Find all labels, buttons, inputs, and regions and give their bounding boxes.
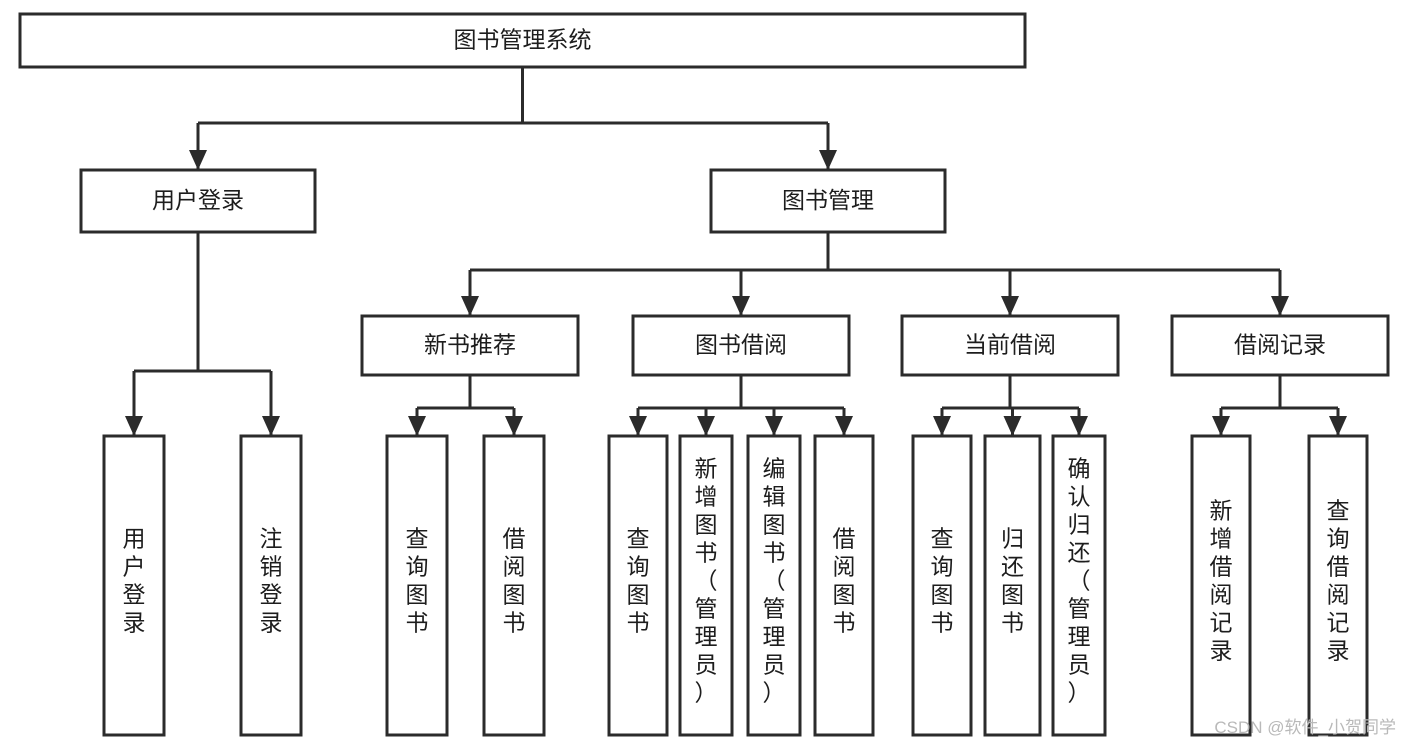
node-label-leaf-query-book-borrow: 查询图书: [627, 526, 650, 636]
csdn-watermark: CSDN @软件_小贺同学: [1214, 718, 1396, 737]
arrow-head-icon-leaf-confirm-return-admin: [1070, 416, 1088, 436]
node-box-leaf-query-book-current: [911, 434, 973, 737]
node-book-borrow[interactable]: 图书借阅: [631, 314, 851, 377]
node-leaf-borrow-book-recommend[interactable]: 借阅图书: [482, 434, 546, 737]
node-label-leaf-borrow-book-recommend: 借阅图书: [503, 526, 526, 636]
node-layer: 图书管理系统用户登录图书管理新书推荐图书借阅当前借阅借阅记录用户登录注销登录查询…: [18, 12, 1390, 737]
node-leaf-query-book-recommend[interactable]: 查询图书: [385, 434, 449, 737]
node-label-book-manage-group: 图书管理: [782, 187, 874, 213]
node-box-user-login-group: [79, 168, 317, 234]
node-box-leaf-borrow-book-recommend: [482, 434, 546, 737]
node-box-new-book-recommend: [360, 314, 580, 377]
node-leaf-query-book-borrow[interactable]: 查询图书: [607, 434, 669, 737]
node-box-leaf-query-book-borrow: [607, 434, 669, 737]
node-box-leaf-add-borrow-record: [1190, 434, 1252, 737]
arrow-head-icon-leaf-add-book-admin: [697, 416, 715, 436]
arrow-head-icon-leaf-query-book-recommend: [408, 416, 426, 436]
node-label-new-book-recommend: 新书推荐: [424, 332, 516, 358]
node-box-current-borrow: [900, 314, 1120, 377]
node-leaf-logout-login[interactable]: 注销登录: [239, 434, 303, 737]
node-leaf-query-book-current[interactable]: 查询图书: [911, 434, 973, 737]
node-leaf-return-book[interactable]: 归还图书: [983, 434, 1042, 737]
arrow-head-icon-leaf-borrow-book-recommend: [505, 416, 523, 436]
arrow-head-icon-leaf-user-login: [125, 416, 143, 436]
node-leaf-add-borrow-record[interactable]: 新增借阅记录: [1190, 434, 1252, 737]
node-leaf-confirm-return-admin[interactable]: 确认归还（管理员）: [1051, 434, 1107, 737]
node-label-leaf-user-login: 用户登录: [123, 526, 146, 636]
arrow-head-icon-user-login-group: [189, 150, 207, 170]
node-leaf-borrow-book-borrow[interactable]: 借阅图书: [813, 434, 875, 737]
node-leaf-query-borrow-record[interactable]: 查询借阅记录: [1307, 434, 1369, 737]
node-label-current-borrow: 当前借阅: [964, 332, 1056, 358]
node-leaf-edit-book-admin[interactable]: 编辑图书（管理员）: [746, 434, 802, 737]
node-label-leaf-add-borrow-record: 新增借阅记录: [1210, 498, 1233, 664]
node-new-book-recommend[interactable]: 新书推荐: [360, 314, 580, 377]
node-leaf-add-book-admin[interactable]: 新增图书（管理员）: [678, 434, 734, 737]
node-box-leaf-query-book-recommend: [385, 434, 449, 737]
node-user-login-group[interactable]: 用户登录: [79, 168, 317, 234]
node-label-root: 图书管理系统: [454, 27, 592, 53]
arrow-head-icon-leaf-return-book: [1003, 416, 1022, 436]
node-leaf-user-login[interactable]: 用户登录: [102, 434, 166, 737]
arrow-head-icon-book-borrow: [732, 296, 750, 316]
arrow-head-icon-current-borrow: [1001, 296, 1019, 316]
connector-layer: [125, 67, 1347, 436]
node-box-leaf-edit-book-admin: [746, 434, 802, 737]
arrow-head-icon-leaf-add-borrow-record: [1212, 416, 1230, 436]
node-book-manage-group[interactable]: 图书管理: [709, 168, 947, 234]
node-label-leaf-query-book-recommend: 查询图书: [406, 526, 429, 636]
node-label-leaf-edit-book-admin: 编辑图书（管理员）: [763, 456, 786, 706]
arrow-head-icon-leaf-edit-book-admin: [765, 416, 783, 436]
arrow-head-icon-leaf-query-borrow-record: [1329, 416, 1347, 436]
node-label-user-login-group: 用户登录: [152, 187, 244, 213]
node-box-leaf-add-book-admin: [678, 434, 734, 737]
node-current-borrow[interactable]: 当前借阅: [900, 314, 1120, 377]
node-label-leaf-query-book-current: 查询图书: [931, 526, 954, 636]
arrow-head-icon-leaf-query-book-current: [933, 416, 951, 436]
node-label-borrow-record: 借阅记录: [1234, 332, 1326, 358]
node-root[interactable]: 图书管理系统: [18, 12, 1027, 69]
arrow-head-icon-leaf-query-book-borrow: [629, 416, 647, 436]
node-label-leaf-confirm-return-admin: 确认归还（管理员）: [1068, 456, 1091, 706]
node-box-book-manage-group: [709, 168, 947, 234]
node-label-leaf-add-book-admin: 新增图书（管理员）: [695, 456, 718, 706]
node-label-leaf-query-borrow-record: 查询借阅记录: [1327, 498, 1350, 664]
arrow-head-icon-new-book-recommend: [461, 296, 479, 316]
node-box-leaf-return-book: [983, 434, 1042, 737]
node-box-borrow-record: [1170, 314, 1390, 377]
node-borrow-record[interactable]: 借阅记录: [1170, 314, 1390, 377]
arrow-head-icon-leaf-borrow-book-borrow: [835, 416, 853, 436]
node-box-root: [18, 12, 1027, 69]
node-label-leaf-logout-login: 注销登录: [260, 526, 283, 636]
node-label-leaf-return-book: 归还图书: [1001, 526, 1024, 636]
arrow-head-icon-leaf-logout-login: [262, 416, 280, 436]
arrow-head-icon-borrow-record: [1271, 296, 1289, 316]
node-box-leaf-borrow-book-borrow: [813, 434, 875, 737]
node-box-leaf-query-borrow-record: [1307, 434, 1369, 737]
node-label-leaf-borrow-book-borrow: 借阅图书: [833, 526, 856, 636]
node-box-leaf-user-login: [102, 434, 166, 737]
node-label-book-borrow: 图书借阅: [695, 332, 787, 358]
arrow-head-icon-book-manage-group: [819, 150, 837, 170]
node-box-leaf-confirm-return-admin: [1051, 434, 1107, 737]
node-box-leaf-logout-login: [239, 434, 303, 737]
node-box-book-borrow: [631, 314, 851, 377]
